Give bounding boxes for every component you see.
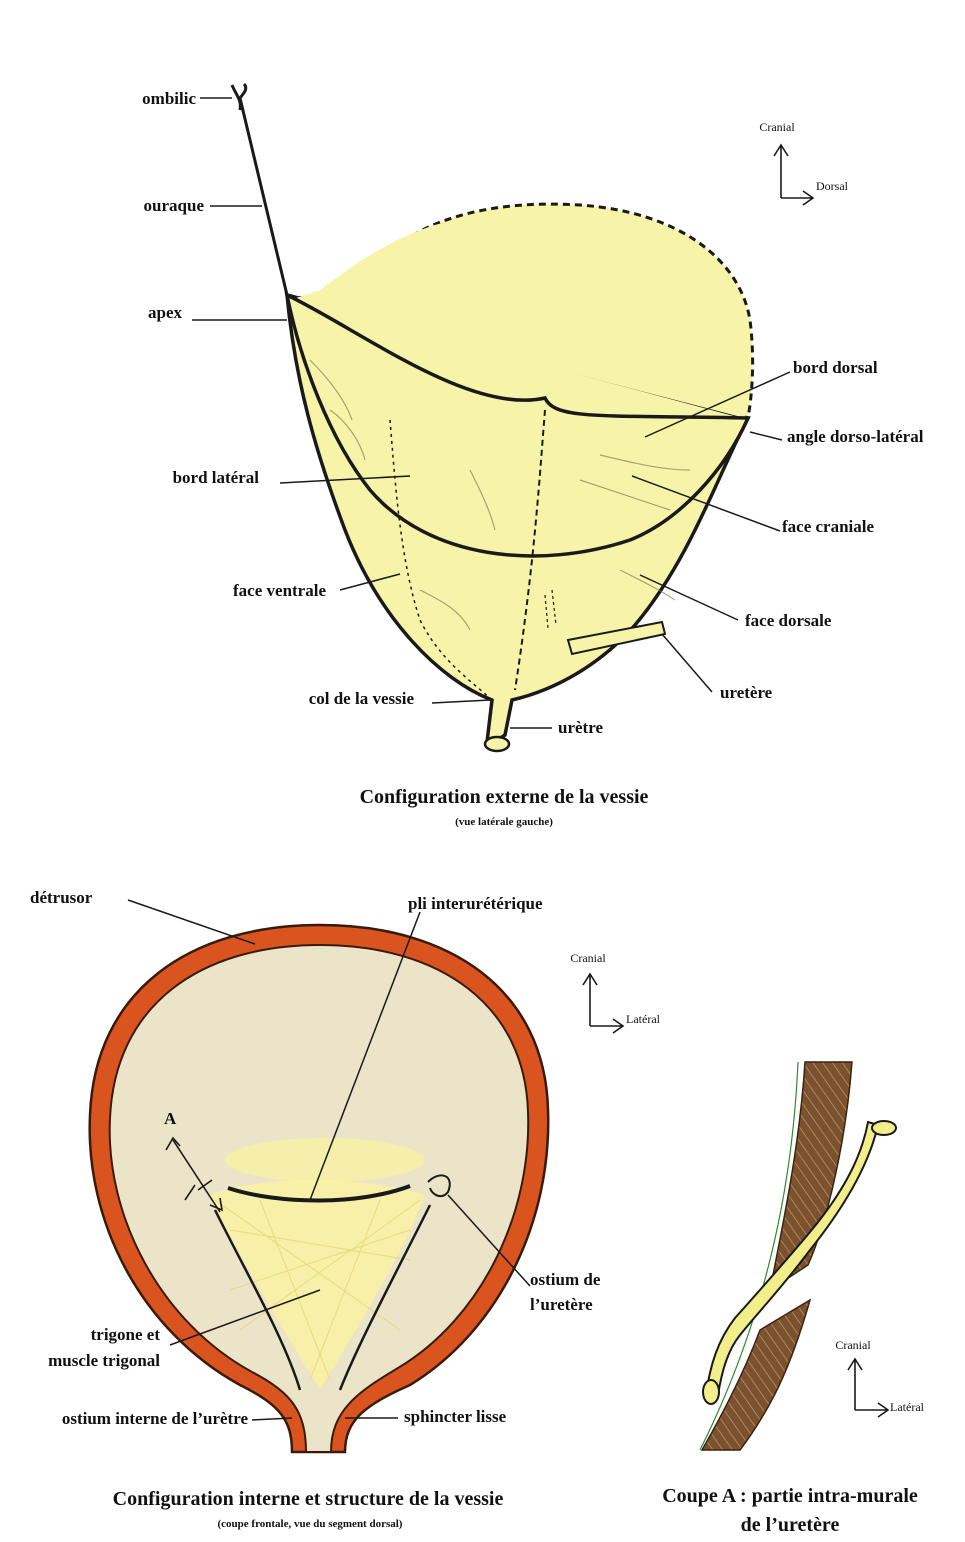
ureter-opening-lower [703, 1380, 719, 1404]
label-bord-dorsal: bord dorsal [793, 358, 878, 377]
orientation-right-label: Latéral [890, 1400, 925, 1414]
label-ombilic: ombilic [142, 89, 196, 108]
orientation-up-label: Cranial [759, 120, 795, 134]
label-ouraque: ouraque [144, 196, 205, 215]
orientation-indicator-3: Cranial Latéral [835, 1338, 924, 1417]
figure2-title: Configuration interne et structure de la… [113, 1488, 504, 1510]
urethra-opening [485, 737, 509, 751]
label-uretre: urètre [558, 718, 603, 737]
label-ostium-uretere-line1: ostium de [530, 1270, 601, 1289]
label-apex: apex [148, 303, 183, 322]
figure-external-configuration: ombilic ouraque apex bord latéral face v… [142, 84, 924, 828]
umbilicus-mark [232, 84, 246, 110]
label-col-vessie: col de la vessie [309, 689, 415, 708]
label-sphincter-lisse: sphincter lisse [404, 1407, 507, 1426]
orientation-right-label: Dorsal [816, 179, 849, 193]
figure1-subtitle: (vue latérale gauche) [455, 816, 553, 828]
section-a-marker: A [164, 1109, 177, 1128]
label-angle-dorso-lateral: angle dorso-latéral [787, 427, 924, 446]
label-trigone-line1: trigone et [91, 1325, 161, 1344]
label-uretere: uretère [720, 683, 773, 702]
label-pli-interureterique: pli interurétérique [408, 894, 543, 913]
label-trigone-line2: muscle trigonal [48, 1351, 160, 1370]
bladder-wall-section-upper [770, 1062, 852, 1290]
label-bord-lateral: bord latéral [173, 468, 260, 487]
orientation-indicator-1: Cranial Dorsal [759, 120, 848, 205]
figure3-title-line2: de l’uretère [741, 1514, 840, 1536]
figure1-title: Configuration externe de la vessie [360, 786, 649, 808]
figure3-title-line1: Coupe A : partie intra-murale [662, 1485, 918, 1507]
figure2-subtitle: (coupe frontale, vue du segment dorsal) [218, 1518, 403, 1530]
label-face-craniale: face craniale [782, 517, 874, 536]
label-face-dorsale: face dorsale [745, 611, 832, 630]
label-ostium-uretere-line2: l’uretère [530, 1295, 593, 1314]
label-detrusor: détrusor [30, 888, 93, 907]
orientation-up-label: Cranial [570, 951, 606, 965]
label-face-ventrale: face ventrale [233, 581, 326, 600]
orientation-indicator-2: Cranial Latéral [570, 951, 660, 1033]
urachus-line [240, 98, 287, 295]
orientation-up-label: Cranial [835, 1338, 871, 1352]
label-ostium-interne: ostium interne de l’urètre [62, 1409, 249, 1428]
orientation-right-label: Latéral [626, 1012, 661, 1026]
figure-section-a: Cranial Latéral Coupe A : partie intra-m… [662, 1062, 924, 1536]
ureter-opening-upper [872, 1121, 896, 1135]
figure-internal-configuration: A détrusor pli interurétérique ostium de… [30, 888, 661, 1530]
